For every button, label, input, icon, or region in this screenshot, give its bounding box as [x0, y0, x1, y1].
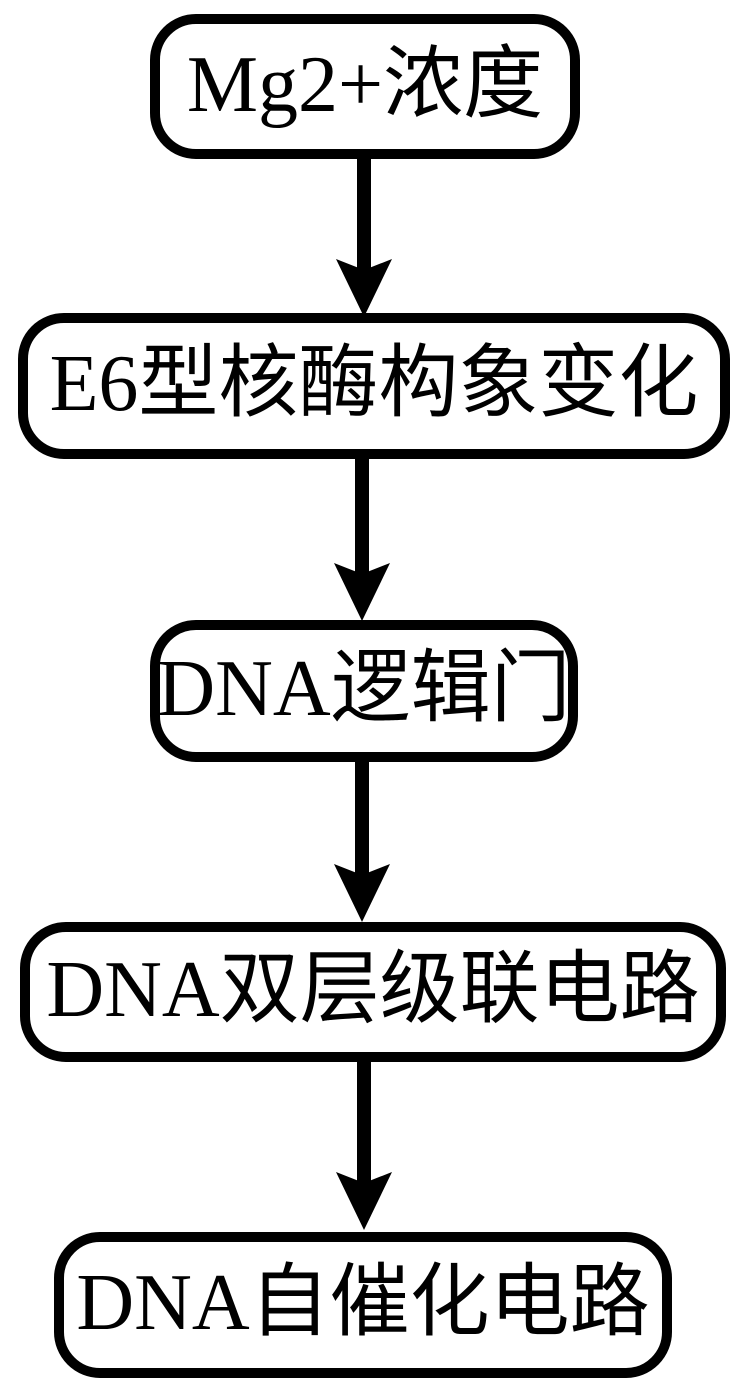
flow-arrow-2 — [334, 455, 390, 621]
arrow-shaft — [357, 155, 371, 271]
flow-node-dna-double-layer-cascade-circuit: DNA双层级联电路 — [20, 922, 726, 1062]
arrow-head-icon — [334, 561, 390, 621]
node-label-dna-logic-gate: DNA逻辑门 — [157, 645, 571, 733]
flow-node-mg2-concentration: Mg2+浓度 — [150, 14, 580, 159]
node-label-mg2-concentration: Mg2+浓度 — [186, 40, 544, 129]
arrow-shaft — [357, 1058, 371, 1184]
node-label-dna-double-layer-cascade-circuit: DNA双层级联电路 — [46, 946, 700, 1034]
node-label-e6-ribozyme-conformation-change: E6型核酶构象变化 — [49, 340, 699, 428]
flow-arrow-4 — [336, 1058, 392, 1230]
flow-node-dna-logic-gate: DNA逻辑门 — [150, 620, 578, 762]
flow-arrow-1 — [336, 155, 392, 317]
arrow-head-icon — [336, 257, 392, 317]
arrow-head-icon — [334, 862, 390, 922]
node-label-dna-autocatalytic-circuit: DNA自催化电路 — [76, 1259, 650, 1347]
arrow-head-icon — [336, 1170, 392, 1230]
flow-arrow-3 — [334, 758, 390, 922]
arrow-shaft — [355, 455, 369, 575]
arrow-shaft — [355, 758, 369, 876]
flow-node-e6-ribozyme-conformation-change: E6型核酶构象变化 — [18, 313, 730, 459]
flow-node-dna-autocatalytic-circuit: DNA自催化电路 — [54, 1232, 672, 1378]
